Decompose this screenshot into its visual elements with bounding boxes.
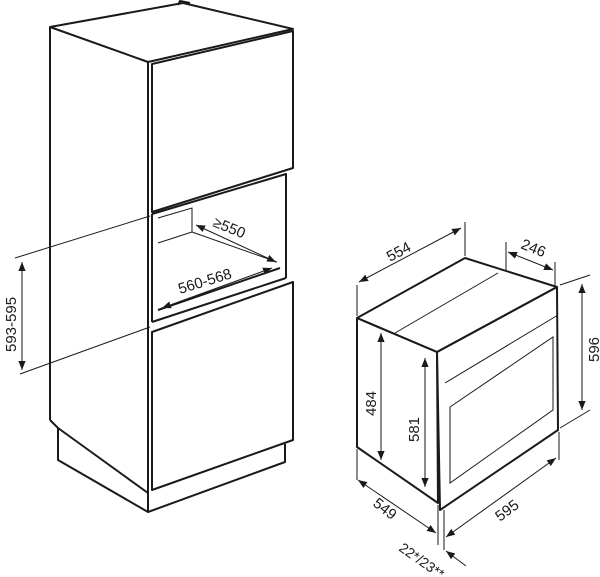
cabinet-top bbox=[49, 2, 294, 63]
oven-unit: 554 246 596 484 581 549 595 22*/23** bbox=[356, 222, 600, 577]
front-height-label: 596 bbox=[586, 337, 600, 362]
body-depth-dimension bbox=[357, 479, 437, 534]
front-depth-dimension bbox=[507, 251, 554, 271]
niche-width-dimension bbox=[161, 267, 273, 309]
niche-depth-label: ≥550 bbox=[211, 214, 248, 242]
front-thickness-dimension bbox=[445, 550, 467, 567]
niche-depth-dimension bbox=[195, 224, 277, 263]
body-depth-label: 549 bbox=[370, 495, 400, 524]
front-depth-label: 246 bbox=[519, 236, 549, 261]
niche-height-label: 593-595 bbox=[3, 297, 20, 352]
oven-niche bbox=[151, 173, 287, 323]
tall-cabinet: 593-595 ≥550 560-568 bbox=[3, 0, 294, 513]
upper-door bbox=[151, 30, 294, 213]
oven-door-window bbox=[449, 336, 554, 484]
control-panel-line bbox=[444, 314, 559, 384]
depth-total-label: 554 bbox=[384, 239, 414, 266]
width-dimension bbox=[445, 457, 557, 538]
lower-door bbox=[151, 281, 294, 491]
body-height-label: 581 bbox=[406, 417, 423, 442]
oven-top bbox=[356, 257, 558, 353]
side-height-label: 484 bbox=[363, 391, 380, 416]
oven-front bbox=[436, 286, 559, 511]
oven-side bbox=[356, 317, 439, 504]
depth-total-dimension bbox=[358, 227, 462, 283]
front-thickness-label: 22*/23** bbox=[396, 539, 448, 577]
